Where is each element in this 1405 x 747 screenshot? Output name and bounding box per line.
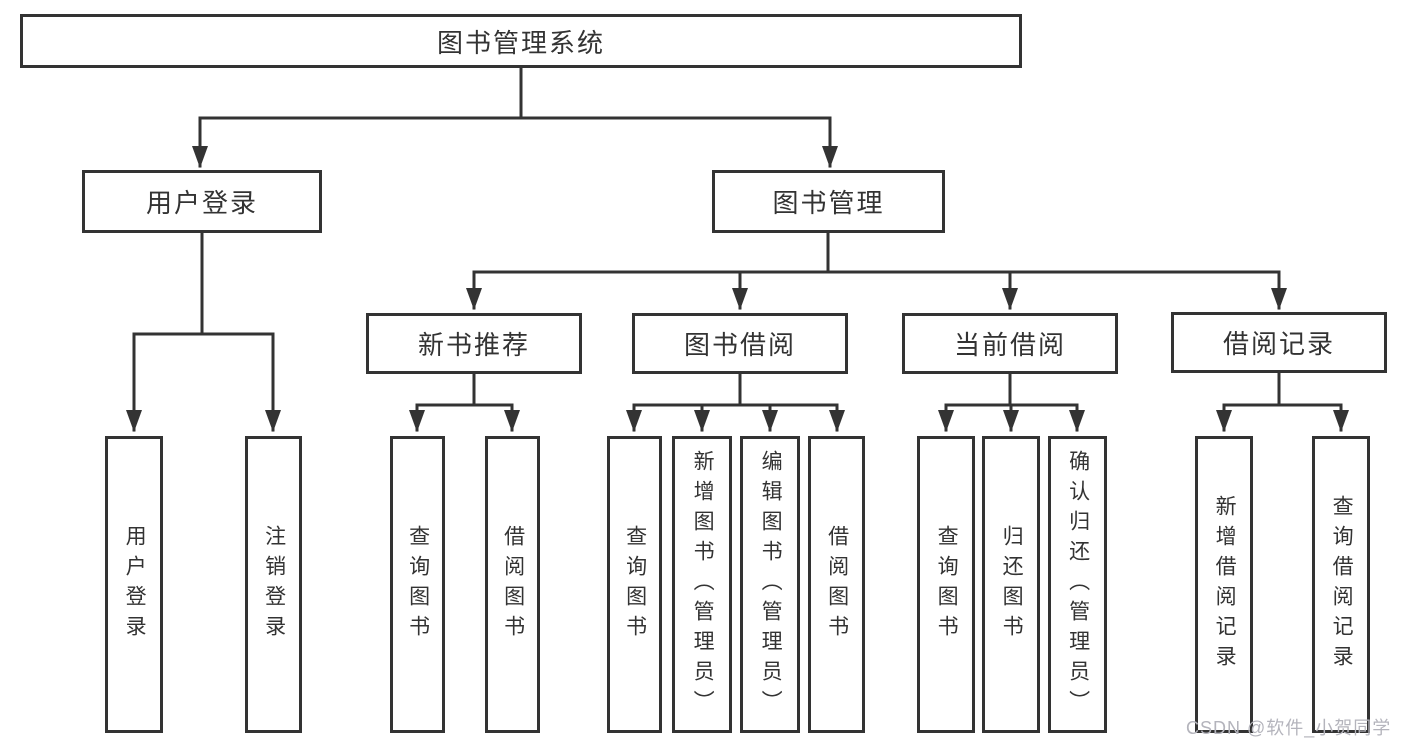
leaf-logout: 注销登录 [245,436,302,733]
leaf-records-query: 查询借阅记录 [1312,436,1370,733]
leaf-records-add: 新增借阅记录 [1195,436,1253,733]
node-system-root: 图书管理系统 [20,14,1022,68]
node-user-login: 用户登录 [82,170,322,233]
leaf-current-query: 查询图书 [917,436,975,733]
leaf-borrow-edit-admin: 编辑图书（管理员） [740,436,800,733]
leaf-borrow-book: 借阅图书 [808,436,865,733]
leaf-newbook-query: 查询图书 [390,436,445,733]
node-borrow-records: 借阅记录 [1171,312,1387,373]
connector-current-trunk [944,372,1079,407]
connector-userlogin-trunk [132,231,275,336]
node-book-management: 图书管理 [712,170,945,233]
leaf-current-return: 归还图书 [982,436,1040,733]
leaf-borrow-query: 查询图书 [607,436,662,733]
node-new-book-recommend: 新书推荐 [366,313,582,374]
connector-bookmgmt-trunk [472,231,1281,274]
leaf-user-login: 用户登录 [105,436,163,733]
leaf-current-confirm-return-admin: 确认归还（管理员） [1048,436,1107,733]
node-current-borrow: 当前借阅 [902,313,1118,374]
connector-borrow-trunk [632,372,839,407]
connector-root-trunk [198,66,832,120]
leaf-borrow-add-admin: 新增图书（管理员） [672,436,732,733]
leaf-newbook-borrow: 借阅图书 [485,436,540,733]
csdn-watermark: CSDN @软件_小贺同学 [1186,718,1392,738]
node-book-borrow: 图书借阅 [632,313,848,374]
connector-newbook-trunk [415,372,514,407]
connector-records-trunk [1222,372,1343,407]
